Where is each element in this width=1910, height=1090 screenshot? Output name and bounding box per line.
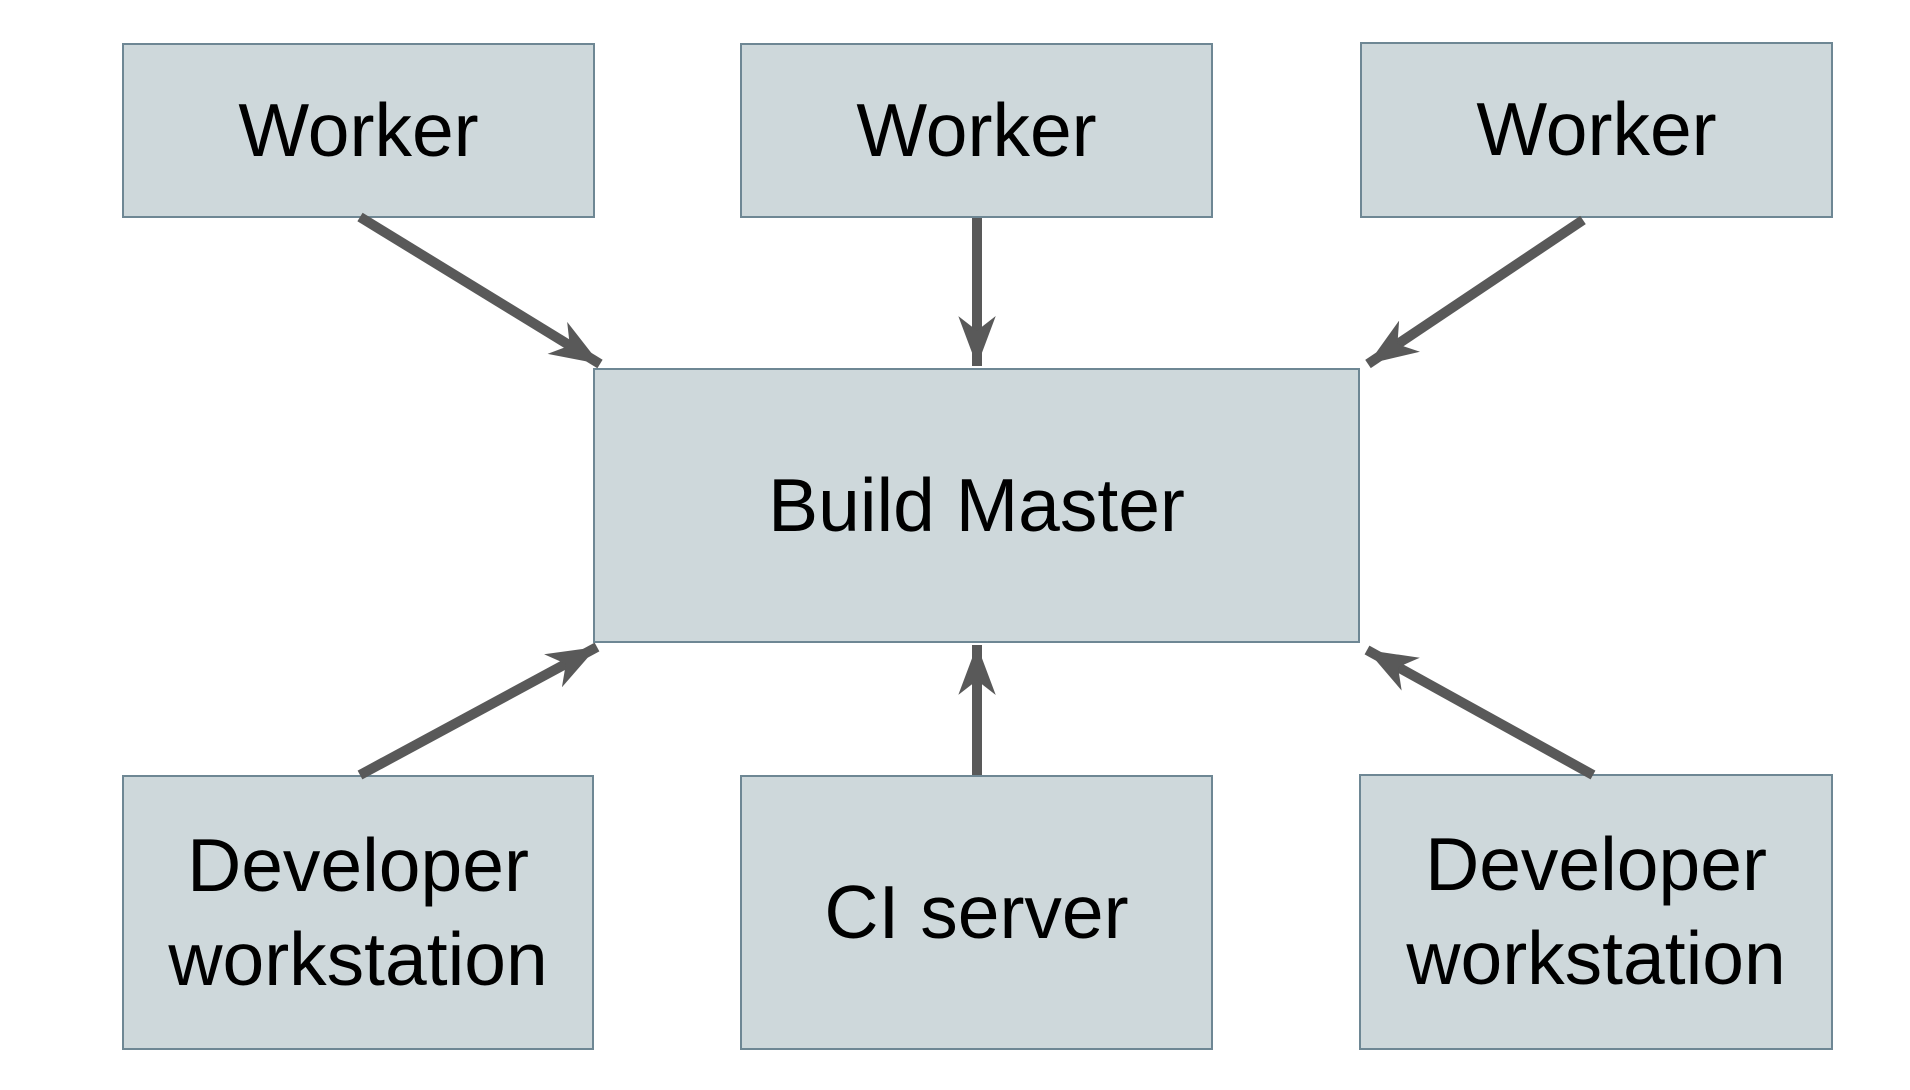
arrow-worker-1-to-build-master <box>357 212 603 369</box>
node-developer-workstation-right-label: Developer workstation <box>1406 822 1786 1000</box>
arrow-developer-workstation-right-to-build-master <box>1364 645 1596 780</box>
node-build-master: Build Master <box>593 368 1360 643</box>
node-ci-server-label: CI server <box>824 869 1129 954</box>
node-worker-1-label: Worker <box>238 87 479 172</box>
node-ci-server: CI server <box>740 775 1213 1050</box>
node-worker-2: Worker <box>740 43 1213 218</box>
node-developer-workstation-left-label: Developer workstation <box>168 822 548 1001</box>
node-worker-3-label: Worker <box>1476 87 1717 172</box>
arrow-worker-3-to-build-master <box>1365 215 1586 369</box>
node-developer-workstation-right: Developer workstation <box>1359 774 1833 1050</box>
node-worker-3: Worker <box>1360 42 1833 218</box>
node-developer-workstation-left: Developer workstation <box>122 775 594 1050</box>
node-worker-1: Worker <box>122 43 595 218</box>
node-build-master-label: Build Master <box>768 462 1185 547</box>
node-worker-2-label: Worker <box>856 87 1097 172</box>
arrow-developer-workstation-left-to-build-master <box>357 642 600 780</box>
